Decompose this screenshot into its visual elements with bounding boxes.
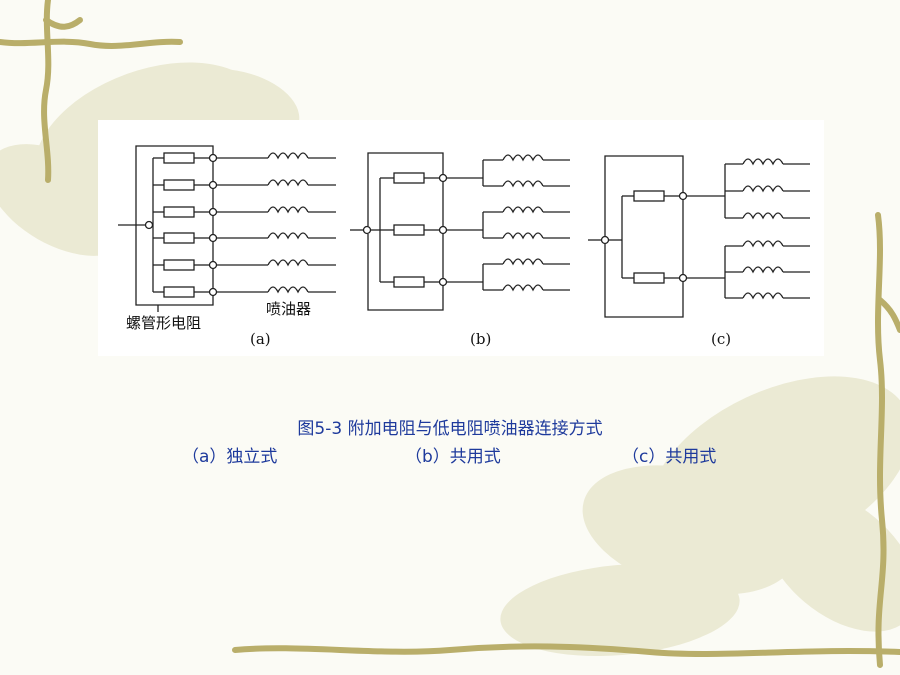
diagram-c: (c) <box>588 155 810 348</box>
resistor <box>163 232 195 244</box>
resistor-rows-a <box>153 152 336 298</box>
vine-right <box>875 212 900 668</box>
injector-coil <box>267 206 309 214</box>
vine-top-left <box>0 0 183 183</box>
resistor <box>163 286 195 298</box>
resistor <box>163 152 195 164</box>
injector-coil <box>742 158 784 166</box>
injector-pairs-b <box>482 154 570 292</box>
resistor <box>163 179 195 191</box>
resistor-label: 螺管形电阻 <box>126 314 201 332</box>
injector-coil <box>267 179 309 187</box>
injector-label: 喷油器 <box>266 300 311 318</box>
injector-coil <box>267 259 309 267</box>
caption-sub-b: （b）共用式 <box>405 447 501 467</box>
figure-panel: 螺管形电阻 喷油器 (a) <box>98 120 824 356</box>
resistor <box>393 224 425 236</box>
diagram-a: 螺管形电阻 喷油器 (a) <box>118 145 336 348</box>
injector-coil <box>267 286 309 294</box>
connection-diagram: 螺管形电阻 喷油器 (a) <box>118 145 810 348</box>
sub-label-b: (b) <box>470 330 491 348</box>
sub-label-c: (c) <box>711 330 731 348</box>
resistor-rows-b <box>380 172 483 288</box>
injector-coil <box>502 180 544 188</box>
injector-coil <box>742 266 784 274</box>
diagram-b: (b) <box>350 152 570 348</box>
injector-coil <box>502 232 544 240</box>
sub-label-a: (a) <box>250 330 271 348</box>
resistor <box>393 172 425 184</box>
junction-node <box>144 220 154 230</box>
injector-coil <box>502 154 544 162</box>
injector-coil <box>267 232 309 240</box>
injector-coil <box>502 206 544 214</box>
injector-coil <box>742 212 784 220</box>
junction-node <box>600 235 610 245</box>
vine-bottom <box>232 643 900 657</box>
resistor-rows-c <box>622 190 725 284</box>
injector-coil <box>742 292 784 300</box>
injector-groups-c <box>724 158 810 300</box>
resistor <box>163 259 195 271</box>
injector-coil <box>267 152 309 160</box>
resistor <box>633 190 665 202</box>
resistor <box>633 272 665 284</box>
injector-coil <box>502 284 544 292</box>
caption-sub-a: （a）独立式 <box>182 447 278 467</box>
injector-coil <box>502 258 544 266</box>
injector-coil <box>742 185 784 193</box>
injector-coil <box>742 240 784 248</box>
resistor <box>393 276 425 288</box>
figure-caption-title: 图5-3 附加电阻与低电阻喷油器连接方式 <box>297 419 603 439</box>
junction-node <box>362 225 372 235</box>
caption-sub-c: （c）共用式 <box>622 447 717 467</box>
resistor <box>163 206 195 218</box>
